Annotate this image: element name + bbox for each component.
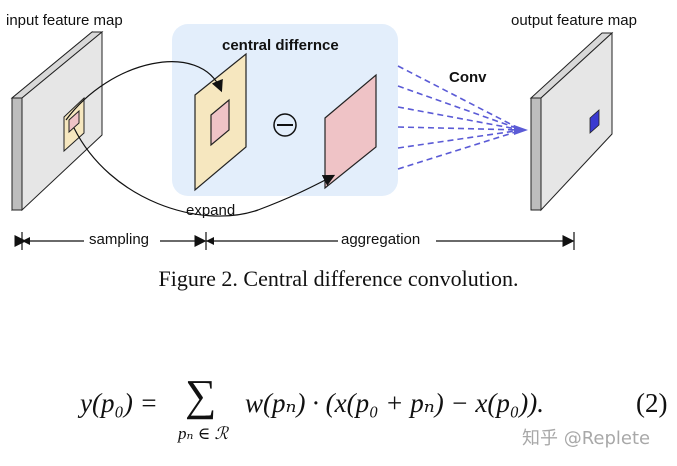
stage-axis	[14, 232, 575, 250]
conv-label: Conv	[449, 69, 487, 86]
output-pixel	[589, 109, 600, 134]
summation-symbol: ∑	[185, 371, 217, 420]
output-feature-map-label: output feature map	[511, 12, 637, 29]
aggregation-label: aggregation	[341, 231, 420, 248]
input-patch-center	[68, 109, 80, 134]
expanded-center-patch	[324, 73, 377, 190]
figure-caption: Figure 2. Central difference convolution…	[158, 266, 519, 291]
input-feature-map	[10, 30, 104, 212]
expand-label: expand	[186, 202, 235, 219]
expand-curve-arrow	[73, 127, 336, 217]
sampling-curve-arrow	[65, 61, 223, 121]
output-feature-map	[529, 31, 614, 212]
sampled-patch	[194, 52, 247, 192]
sampling-label: sampling	[89, 231, 149, 248]
input-feature-map-label: input feature map	[6, 12, 123, 29]
zhihu-watermark: 知乎 @Replete	[522, 428, 651, 449]
cdc-diagram: input feature map output feature map cen…	[6, 12, 637, 250]
minus-circle-icon	[273, 113, 297, 137]
equation-lhs: y(p₀) =	[80, 388, 158, 418]
equation-rhs: w(pₙ) · (x(p₀ + pₙ) − x(p₀)).	[245, 388, 545, 418]
summation-subscript: pₙ ∈ ℛ	[178, 424, 229, 443]
central-difference-label: central differnce	[222, 37, 339, 54]
conv-arrowhead	[514, 125, 528, 135]
equation-number: (2)	[636, 388, 668, 418]
cdc-equation: y(p₀) = ∑ pₙ ∈ ℛ w(pₙ) · (x(p₀ + pₙ) − x…	[80, 374, 610, 450]
conv-dashed-lines	[397, 65, 523, 170]
